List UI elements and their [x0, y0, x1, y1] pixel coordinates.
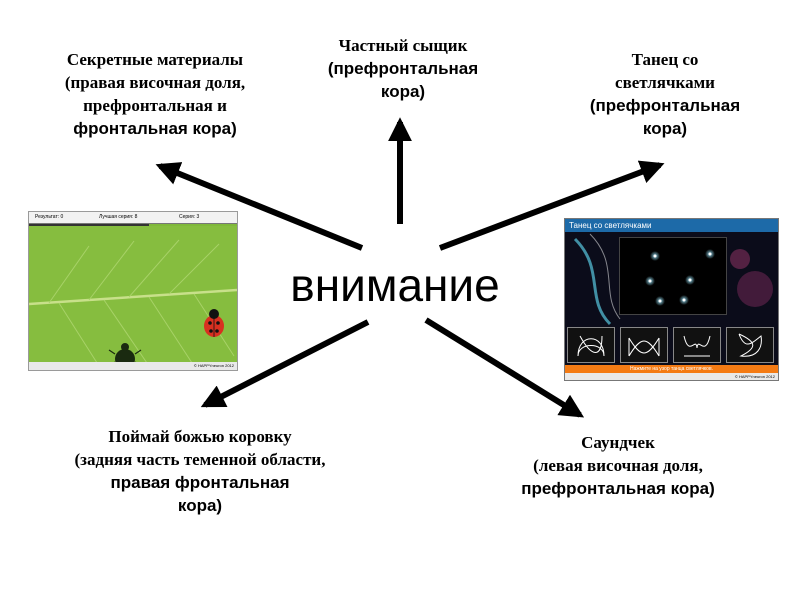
node-firefly-dance-title: светлячками [615, 73, 715, 92]
ladybug-streak: Серия: 3 [179, 214, 200, 220]
node-soundcheck-title: Саундчек [581, 433, 655, 452]
center-concept: внимание [290, 259, 500, 311]
node-secret-materials: Секретные материалы (правая височная дол… [30, 48, 280, 140]
node-private-detective-line: (префронтальная [327, 59, 479, 78]
node-firefly-dance-line: кора) [642, 119, 688, 138]
node-firefly-dance-line: (префронтальная [589, 96, 741, 115]
pattern-tile[interactable] [726, 327, 774, 363]
node-private-detective: Частный сыщик (префронтальная кора) [298, 34, 508, 103]
arrow-to-soundcheck [424, 317, 585, 418]
firefly-panel [619, 237, 727, 315]
ladybug-score: Результат: 0 [35, 214, 64, 220]
ladybug-best-streak: Лучшая серия: 8 [99, 214, 138, 220]
arrow-to-firefly-dance [438, 160, 665, 251]
firefly-footer: © HAPPYneuron 2012 [565, 373, 778, 380]
firefly-game-title: Танец со светлячками [565, 219, 778, 232]
node-soundcheck-line: (левая височная доля, [533, 456, 703, 475]
firefly-game-screenshot: Танец со светлячками Нажмите на узор тан… [564, 218, 779, 381]
ladybug-progress-bar [29, 224, 149, 226]
pattern-tile[interactable] [567, 327, 615, 363]
arrow-to-catch-ladybug [200, 319, 370, 408]
pattern-tile[interactable] [620, 327, 668, 363]
node-secret-materials-line: (правая височная доля, [64, 73, 246, 92]
ladybug-icon [204, 309, 224, 337]
node-private-detective-line: кора) [380, 82, 426, 101]
node-catch-ladybug: Поймай божью коровку (задняя часть темен… [30, 425, 370, 517]
node-firefly-dance-title: Танец со [631, 50, 699, 69]
ladybug-game-screenshot: Результат: 0 Лучшая серия: 8 Серия: 3 © … [28, 211, 238, 371]
node-catch-ladybug-line: кора) [177, 496, 223, 515]
node-catch-ladybug-line: правая фронтальная [110, 473, 290, 492]
node-catch-ladybug-title: Поймай божью коровку [108, 427, 292, 446]
ladybug-footer: © HAPPYneuron 2012 [29, 362, 237, 370]
node-secret-materials-line: префронтальная и [83, 96, 227, 115]
leaf-image [29, 226, 237, 370]
node-secret-materials-line: фронтальная кора) [73, 119, 237, 138]
ladybug-game-statusbar: Результат: 0 Лучшая серия: 8 Серия: 3 [29, 212, 237, 224]
firefly-hint: Нажмите на узор танца светлячков. [565, 365, 778, 373]
node-secret-materials-title: Секретные материалы [66, 50, 244, 69]
node-soundcheck-line: префронтальная кора) [521, 479, 715, 498]
arrow-to-secret-materials [155, 162, 364, 251]
node-catch-ladybug-line: (задняя часть теменной области, [74, 450, 326, 469]
pattern-choices [567, 327, 776, 363]
node-firefly-dance: Танец со светлячками (префронтальная кор… [560, 48, 770, 140]
node-soundcheck: Саундчек (левая височная доля, префронта… [488, 431, 748, 500]
node-private-detective-title: Частный сыщик [338, 36, 468, 55]
pattern-tile[interactable] [673, 327, 721, 363]
